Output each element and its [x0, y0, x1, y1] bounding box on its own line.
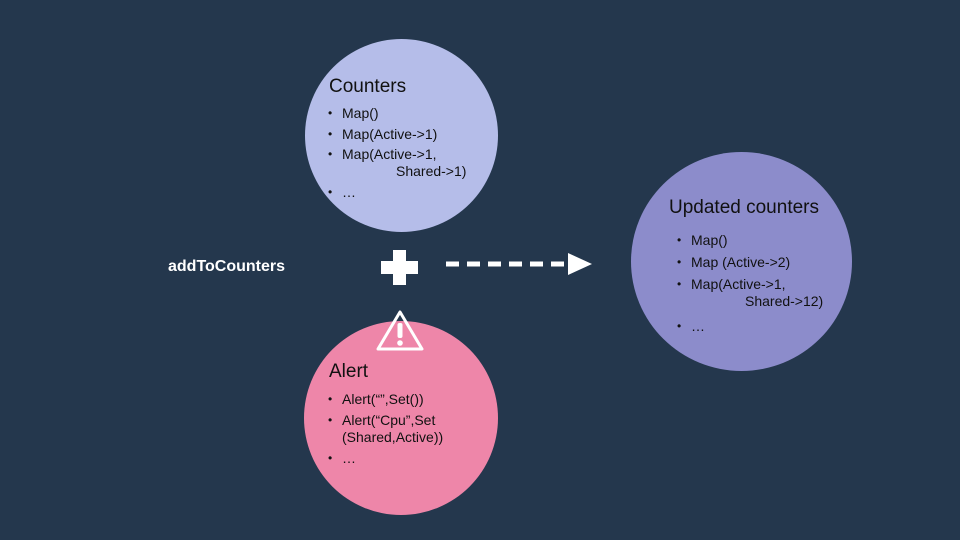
updated-counters-circle: Updated counters •Map() •Map (Active->2)…	[631, 152, 852, 371]
counters-item: •Map(Active->1,Shared->1)	[328, 146, 467, 179]
counters-title: Counters	[329, 76, 407, 97]
counters-item: •…	[328, 184, 356, 200]
updated-item: •Map()	[677, 232, 728, 248]
warning-icon	[376, 310, 424, 351]
alert-item: •Alert(“”,Set())	[328, 391, 424, 407]
counters-circle: Counters •Map() •Map(Active->1) •Map(Act…	[305, 39, 498, 232]
counters-item: •Map(Active->1)	[328, 126, 438, 142]
alert-item: •Alert(“Cpu”,Set(Shared,Active))	[328, 412, 444, 445]
alert-item: •…	[328, 450, 356, 466]
updated-item: •Map (Active->2)	[677, 254, 791, 270]
add-to-counters-label: addToCounters	[168, 258, 286, 275]
plus-icon	[381, 250, 418, 285]
updated-counters-title: Updated counters	[669, 197, 819, 218]
counters-item: •Map()	[328, 105, 379, 121]
alert-circle: Alert •Alert(“”,Set()) •Alert(“Cpu”,Set(…	[304, 321, 498, 515]
updated-item: •Map(Active->1,Shared->12)	[677, 276, 824, 309]
dashed-arrow-icon	[446, 253, 592, 275]
updated-item: •…	[677, 318, 705, 334]
alert-title: Alert	[329, 361, 369, 382]
